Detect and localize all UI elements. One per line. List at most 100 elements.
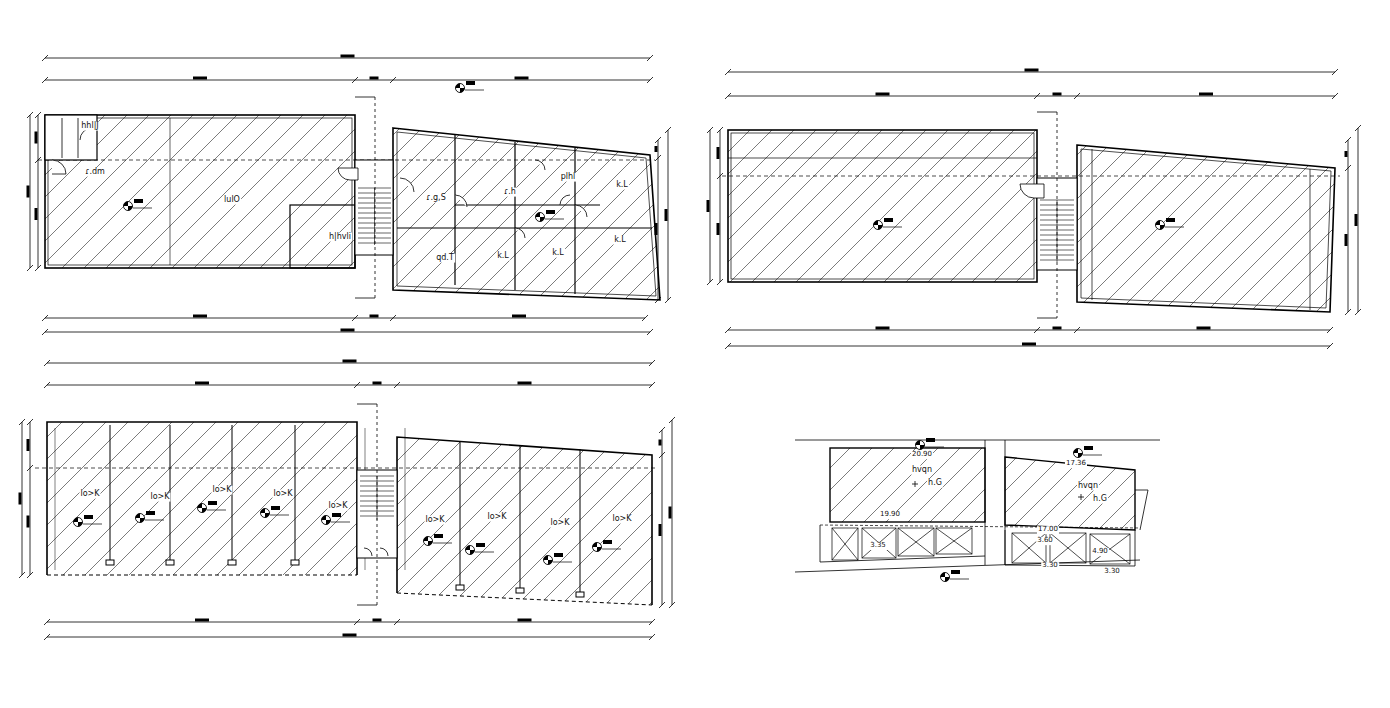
- dimension-tick: [659, 427, 665, 433]
- dimension-line-part: [668, 130, 669, 300]
- level-marker-part: [84, 515, 93, 519]
- level-marker-part: [884, 218, 893, 222]
- room-label: lo>K: [424, 516, 445, 525]
- ground-floor-plan-part: [575, 205, 587, 217]
- dimension-value: [35, 208, 38, 220]
- dimension-line-part: [47, 637, 652, 638]
- foundation-plan-part: [397, 437, 652, 605]
- dimension-line-part: [30, 115, 31, 268]
- dimension-line: [44, 634, 655, 641]
- foundation-plan-part: [397, 437, 652, 605]
- site-box: [936, 528, 972, 554]
- roof-plan-part: [1077, 145, 1335, 312]
- level-marker-part: [74, 518, 83, 527]
- dimension-value: [1025, 69, 1039, 72]
- roof-plan-part: [1020, 184, 1044, 198]
- dimension-tick: [647, 55, 653, 61]
- ground-floor-plan-part: [290, 205, 355, 268]
- ground-floor-plan-part: [170, 118, 171, 265]
- level-marker-part: [951, 570, 960, 574]
- level-marker-part: [83, 524, 102, 525]
- dimension-line: [1345, 137, 1352, 315]
- level-marker: [198, 501, 227, 513]
- dimension-line-part: [662, 430, 663, 605]
- dimension-value: [669, 507, 672, 519]
- dimension-tick: [35, 112, 41, 118]
- level-marker: [1074, 446, 1103, 458]
- dimension-line: [44, 360, 655, 367]
- dimension-line-part: [45, 318, 645, 319]
- level-marker-part: [136, 514, 145, 523]
- dimension-value: [373, 382, 382, 385]
- level-marker-part: [322, 516, 331, 525]
- dimension-line: [42, 55, 653, 62]
- level-marker: [593, 540, 622, 552]
- dimension-tick: [35, 265, 41, 271]
- dimension-value: [27, 439, 30, 451]
- dimension-value: [512, 315, 526, 318]
- dimension-tick: [1034, 327, 1040, 333]
- foundation-plan-part: [47, 422, 357, 575]
- dimension-tick: [27, 112, 33, 118]
- level-marker-part: [208, 501, 217, 505]
- dimension-value: [341, 55, 355, 58]
- grade-beam: [55, 428, 56, 570]
- dimension-tick: [1327, 327, 1333, 333]
- dimension-tick: [669, 417, 675, 423]
- foundation-plan-part: [377, 404, 378, 605]
- dimension-line: [27, 112, 34, 271]
- level-marker-part: [1156, 221, 1165, 230]
- dimension-tick: [27, 465, 33, 471]
- dimension-tick: [665, 127, 671, 133]
- dimension-tick: [44, 360, 50, 366]
- room-label: k.L: [615, 181, 629, 190]
- dimension-tick: [717, 279, 723, 285]
- dimension-line: [35, 112, 42, 271]
- dimension-value: [707, 200, 710, 212]
- level-marker-part: [424, 537, 433, 546]
- grade-beam: [520, 445, 521, 588]
- dimension-line-part: [38, 115, 39, 268]
- level-marker-part: [434, 534, 443, 538]
- roof-plan-part: [731, 133, 1034, 279]
- dimension-line-part: [710, 130, 711, 282]
- dimension-tick: [707, 279, 713, 285]
- level-marker-part: [1165, 227, 1184, 228]
- dimension-line-part: [728, 72, 1335, 73]
- dimension-line-part: [728, 346, 1330, 347]
- dimension-value: [515, 77, 529, 80]
- ground-floor-plan-part: [375, 97, 376, 298]
- dimension-line: [725, 327, 1333, 334]
- level-marker-part: [950, 579, 969, 580]
- dimension-tick: [725, 69, 731, 75]
- ground-floor-plan-part: [515, 228, 525, 238]
- site-box-cross: [1090, 534, 1130, 564]
- level-marker: [941, 570, 970, 582]
- dimension-value: [1197, 327, 1211, 330]
- site-plan-part: [1135, 490, 1148, 530]
- footing: [456, 585, 464, 590]
- dimension-text: 3.30: [1103, 568, 1121, 576]
- dimension-value: [1022, 343, 1036, 346]
- dimension-line: [725, 69, 1338, 76]
- room-label: hvqn: [911, 466, 933, 475]
- level-marker-part: [1084, 446, 1093, 450]
- dimension-line-part: [1348, 140, 1349, 312]
- level-marker-part: [466, 546, 475, 555]
- ground-floor-plan-part: [355, 160, 393, 255]
- level-marker-part: [883, 227, 902, 228]
- site-plan-part: [820, 525, 985, 562]
- dimension-line-part: [728, 330, 1330, 331]
- room-label: hvqn: [1077, 482, 1099, 491]
- ground-floor-plan-part: [574, 148, 575, 294]
- dimension-value: [518, 619, 532, 622]
- dimension-value: [193, 315, 207, 318]
- dimension-text: 17.00: [1037, 526, 1059, 534]
- foundation-plan-part: [357, 605, 377, 606]
- dimension-tick: [642, 315, 648, 321]
- dimension-value: [1355, 214, 1358, 226]
- dimension-tick: [717, 127, 723, 133]
- dimension-text: 3.60: [1036, 537, 1054, 545]
- level-marker-part: [1074, 449, 1083, 458]
- site-box: [832, 528, 858, 560]
